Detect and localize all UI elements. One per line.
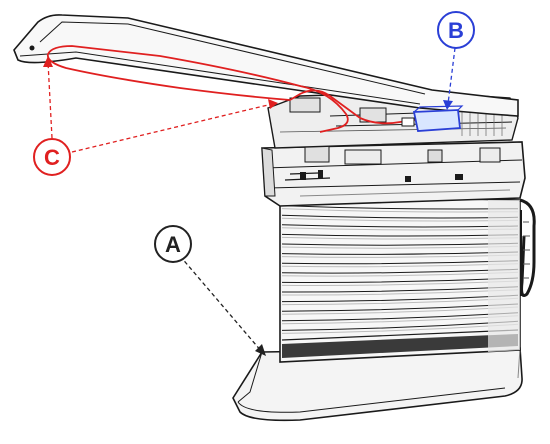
column-head-housing: [261, 141, 526, 207]
hand-control-cable: [519, 198, 536, 297]
callout-a-label: A: [165, 232, 181, 257]
leader-line-c-middle: [71, 103, 273, 153]
leader-line-c-left: [47, 61, 53, 139]
cable-path: [46, 45, 429, 133]
mechanism-ribs: [461, 100, 503, 136]
bellows-dark-band: [282, 334, 518, 358]
component-b-box: [401, 105, 464, 132]
leader-line-b: [447, 47, 456, 105]
callout-c-label: C: [44, 145, 60, 170]
callout-b: B: [437, 11, 475, 49]
callout-b-label: B: [448, 18, 464, 43]
leader-lines: [43, 47, 456, 356]
column-bellows: [279, 195, 521, 363]
callout-a: A: [154, 225, 192, 263]
table-base: [232, 347, 523, 422]
leader-line-a: [179, 255, 263, 353]
cable-route: [46, 45, 429, 133]
callout-c: C: [33, 138, 71, 176]
